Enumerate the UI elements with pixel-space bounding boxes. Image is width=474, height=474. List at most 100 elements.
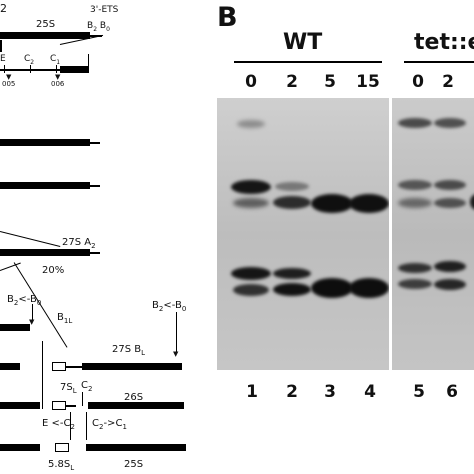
27sa2-bar: [0, 249, 90, 256]
c2-site-label: C2: [24, 54, 35, 66]
bracket-left: [0, 40, 2, 52]
site-tick-c2: [30, 65, 32, 73]
band-lane4-lower: [349, 278, 389, 298]
lane-number-3: 3: [324, 382, 336, 402]
probe-005-marker: ▼: [6, 73, 12, 81]
left-stub-bar-2: [0, 402, 40, 409]
band-lane1-upper: [231, 180, 271, 194]
intermediate-tail-1: [90, 142, 100, 144]
left-stub-bar-1: [0, 363, 20, 370]
top-cut-label: 2: [0, 2, 7, 15]
b2-top-label: B2 B0: [87, 21, 110, 33]
band-lane1-upper-smear: [233, 198, 269, 208]
lane-number-6: 6: [446, 382, 458, 402]
expanded-right-vert: [88, 54, 90, 73]
b2b0-right-arrowhead: ▼: [173, 350, 179, 358]
timepoint-tet-2: 2: [442, 72, 454, 92]
band-lane5-upper: [398, 180, 432, 190]
expanded-block: [60, 66, 88, 73]
band-lane1-lower: [231, 267, 271, 280]
c2-c1-label: C2->C1: [92, 418, 127, 431]
band-lane2-lower: [273, 268, 311, 279]
27sa2-tail: [90, 252, 100, 254]
27sbl-label: 27S BL: [112, 344, 146, 357]
b2b0-left-arrowhead: ▼: [29, 318, 35, 326]
timepoint-wt-15: 15: [356, 72, 380, 92]
lane-number-2: 2: [286, 382, 298, 402]
25s-top-label: 25S: [36, 19, 56, 30]
probe-006-label: 006: [51, 80, 65, 88]
band-lane5-upper-2: [398, 198, 432, 208]
band-lane7-partial: [470, 194, 474, 210]
band-lane3-upper: [311, 194, 353, 213]
band-lane5-lower: [398, 263, 432, 273]
lane-number-4: 4: [364, 382, 376, 402]
expanded-line: [0, 69, 70, 71]
lane-number-1: 1: [246, 382, 258, 402]
27sb-short-bar: [0, 324, 30, 331]
c1-site-label: C1: [50, 54, 61, 66]
e-c2-label: E <-C2: [42, 418, 75, 431]
band-lane6-lower-2: [434, 279, 466, 290]
band-lane6-top: [434, 118, 466, 128]
ets3-label: 3'-ETS: [90, 5, 119, 15]
7sl-spacer: [66, 405, 76, 407]
b2b0-left-arrow: [32, 304, 34, 322]
c2-lower-arrow: [82, 392, 84, 406]
intermediate-bar-1: [0, 139, 90, 146]
timepoint-wt-2: 2: [286, 72, 298, 92]
lane-number-5: 5: [413, 382, 425, 402]
25s-bottom-label: 25S: [124, 459, 144, 470]
7sl-label: 7SL: [60, 382, 77, 395]
band-lane1-lower-2: [233, 284, 269, 296]
b2b0-right-arrow: [176, 312, 178, 352]
25s-bottom-bar: [86, 444, 186, 451]
c2-lower-label: C2: [81, 380, 93, 393]
band-lane2-top: [275, 182, 309, 191]
27sa2-label: 27S A2: [62, 237, 96, 250]
e-site-label: E: [0, 54, 6, 64]
panel-b-letter: B: [217, 2, 238, 33]
band-lane5-top: [398, 118, 432, 128]
b2b0-right-label: B2<-B0: [152, 300, 187, 313]
intermediate-tail-2: [90, 185, 100, 187]
timepoint-tet-0: 0: [412, 72, 424, 92]
site-tick-e: [4, 65, 6, 73]
7sl-box: [52, 401, 66, 410]
timepoint-wt-5: 5: [324, 72, 336, 92]
27sbl-bar: [82, 363, 182, 370]
branch-arrow-1: [42, 341, 44, 409]
timepoint-wt-0: 0: [245, 72, 257, 92]
band-lane3-lower: [311, 278, 353, 298]
probe-006-marker: ▼: [55, 73, 61, 81]
wt-header: WT: [283, 30, 323, 55]
band-lane2-upper: [273, 196, 311, 209]
c2-c1-arrow: [86, 412, 88, 440]
b1l-label: B1L: [57, 312, 73, 325]
left-stub-bar-3: [0, 444, 40, 451]
band-lane6-lower: [434, 261, 466, 272]
gel-wt: [217, 98, 389, 370]
tet-header-underline: [404, 61, 474, 63]
5.8s-label: 5.8SL: [48, 459, 75, 472]
26s-bar: [88, 402, 184, 409]
intermediate-bar-2: [0, 182, 90, 189]
probe-005-label: 005: [2, 80, 16, 88]
band-lane1-faint: [237, 120, 265, 128]
5.8s-box: [55, 443, 69, 452]
wt-header-underline: [234, 61, 382, 63]
percent-label: 20%: [42, 265, 65, 276]
precursor-25s-bar: [0, 32, 90, 39]
band-lane4-upper: [349, 194, 389, 213]
arrow-to-27sa2: [0, 231, 61, 248]
27sbl-spacer: [66, 366, 82, 368]
band-lane6-upper-2: [434, 198, 466, 208]
site-tick-c1: [56, 65, 58, 73]
27sbl-5p-box: [52, 362, 66, 371]
band-lane6-upper: [434, 180, 466, 190]
band-lane5-lower-2: [398, 279, 432, 289]
gel-tet: [392, 98, 474, 370]
b2b0-left-label: B2<-B0: [7, 294, 42, 307]
e-c2-arrow: [70, 412, 72, 440]
tet-header: tet::e: [414, 30, 474, 55]
